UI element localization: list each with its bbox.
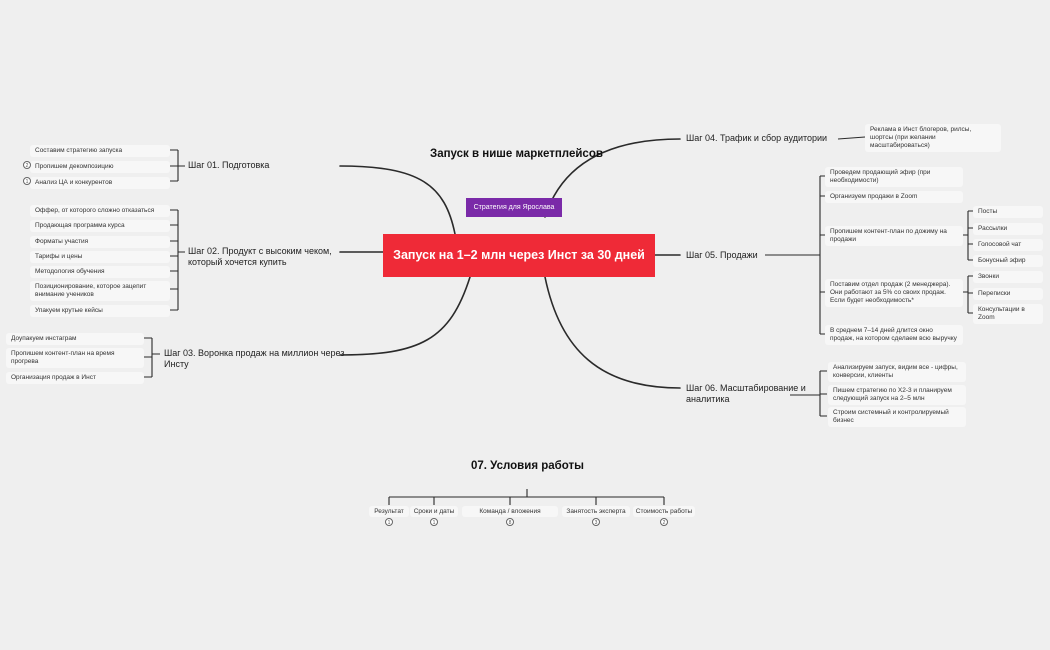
step-05-content-item[interactable]: Бонусный эфир xyxy=(973,255,1043,267)
central-topic-label: Запуск на 1–2 млн через Инст за 30 дней xyxy=(393,248,645,262)
step-04-item[interactable]: Реклама в Инст блогеров, рилсы, шортсы (… xyxy=(865,124,1001,152)
condition-item[interactable]: Команда / вложения xyxy=(462,506,558,517)
step-01-item[interactable]: Пропишем декомпозицию xyxy=(30,161,170,173)
count-badge: 1 xyxy=(430,518,438,526)
count-badge: 3 xyxy=(592,518,600,526)
condition-item[interactable]: Сроки и даты xyxy=(410,506,458,517)
step-03-item[interactable]: Организация продаж в Инст xyxy=(6,372,144,384)
step-05-label[interactable]: Шаг 05. Продажи xyxy=(686,250,758,260)
step-05-item[interactable]: Организуем продажи в Zoom xyxy=(825,191,963,203)
count-badge: 1 xyxy=(23,177,31,185)
count-badge: 2 xyxy=(660,518,668,526)
step-05-content-item[interactable]: Посты xyxy=(973,206,1043,218)
step-04-label[interactable]: Шаг 04. Трафик и сбор аудитории xyxy=(686,133,828,143)
step-02-item[interactable]: Позиционирование, которое зацепит вниман… xyxy=(30,281,170,301)
conditions-title: 07. Условия работы xyxy=(471,460,584,472)
step-05-item[interactable]: Поставим отдел продаж (2 менеджера). Они… xyxy=(825,279,963,307)
step-02-item[interactable]: Форматы участия xyxy=(30,236,170,248)
step-05-sales-item[interactable]: Переписки xyxy=(973,288,1043,300)
count-badge: 8 xyxy=(506,518,514,526)
step-02-label[interactable]: Шаг 02. Продукт с высоким чеком, который… xyxy=(188,246,332,267)
step-05-sales-item[interactable]: Звонки xyxy=(973,271,1043,283)
step-06-item[interactable]: Анализируем запуск, видим все - цифры, к… xyxy=(828,362,966,382)
strategy-tag: Стратегия для Ярослава xyxy=(466,198,562,217)
condition-item[interactable]: Занятость эксперта xyxy=(562,506,630,517)
niche-title: Запуск в нише маркетплейсов xyxy=(430,148,603,160)
step-01-item[interactable]: Анализ ЦА и конкурентов xyxy=(30,177,170,189)
step-05-content-item[interactable]: Рассылки xyxy=(973,223,1043,235)
step-06-label[interactable]: Шаг 06. Масштабирование и аналитика xyxy=(686,383,806,404)
step-02-item[interactable]: Продающая программа курса xyxy=(30,220,170,232)
step-06-item[interactable]: Пишем стратегию по Х2-3 и планируем след… xyxy=(828,385,966,405)
step-03-item[interactable]: Доупакуем инстаграм xyxy=(6,333,144,345)
count-badge: 1 xyxy=(385,518,393,526)
condition-item[interactable]: Результат xyxy=(369,506,409,517)
step-02-item[interactable]: Упакуем крутые кейсы xyxy=(30,305,170,317)
step-05-item[interactable]: Пропишем контент-план по дожиму на прода… xyxy=(825,226,963,246)
connector-step-03 xyxy=(339,276,471,356)
connector-step-01 xyxy=(339,165,456,235)
step-05-sales-item[interactable]: Консультации в Zoom xyxy=(973,304,1043,324)
step-06-item[interactable]: Строим системный и контролируемый бизнес xyxy=(828,407,966,427)
step-02-item[interactable]: Методология обучения xyxy=(30,266,170,278)
step-03-label[interactable]: Шаг 03. Воронка продаж на миллион через … xyxy=(164,348,345,369)
step-01-item[interactable]: Составим стратегию запуска xyxy=(30,145,170,157)
central-topic[interactable]: Запуск на 1–2 млн через Инст за 30 дней xyxy=(383,234,655,277)
step-03-item[interactable]: Пропишем контент-план на время прогрева xyxy=(6,348,144,368)
step-05-item[interactable]: Проведем продающий эфир (при необходимос… xyxy=(825,167,963,187)
step-02-item[interactable]: Оффер, от которого сложно отказаться xyxy=(30,205,170,217)
count-badge: 2 xyxy=(23,161,31,169)
step-05-content-item[interactable]: Голосовой чат xyxy=(973,239,1043,251)
step-02-item[interactable]: Тарифы и цены xyxy=(30,251,170,263)
step-05-item[interactable]: В среднем 7–14 дней длится окно продаж, … xyxy=(825,325,963,345)
condition-item[interactable]: Стоимость работы xyxy=(633,506,695,517)
step-01-label[interactable]: Шаг 01. Подготовка xyxy=(188,160,270,170)
connector-step-06 xyxy=(544,276,681,389)
